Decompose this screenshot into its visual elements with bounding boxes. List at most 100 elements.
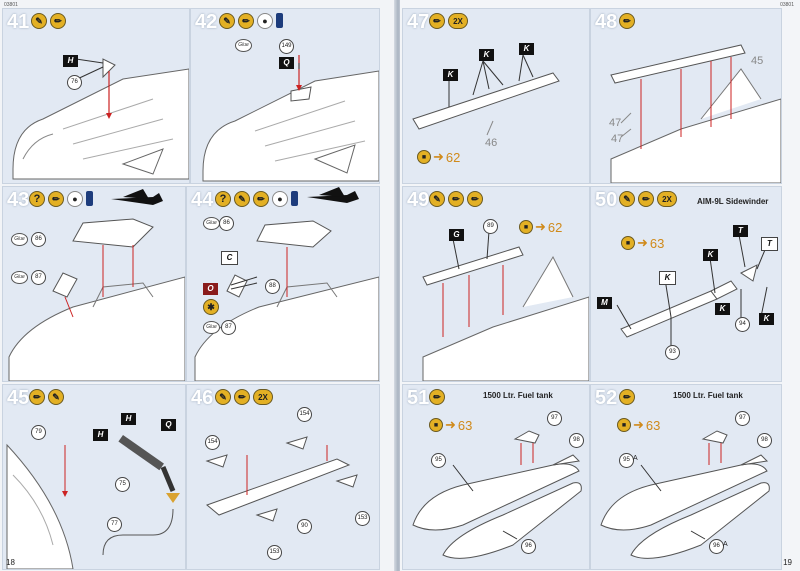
step-48-drawing: [610, 44, 781, 183]
part-number: 46: [485, 137, 498, 149]
tool-icon: ✎: [234, 191, 250, 207]
next-step-icon: ■: [417, 150, 431, 164]
part-number: 87: [31, 270, 46, 285]
part-number: 77: [107, 517, 122, 532]
step-51-icons: ✏: [429, 389, 445, 405]
step-number: 45: [7, 387, 30, 409]
paint-code-tag: K: [759, 313, 774, 325]
step-number: 44: [191, 189, 214, 211]
step-number: 48: [595, 11, 618, 33]
glue-brush-icon: ✏: [619, 13, 635, 29]
step-number: 52: [595, 387, 618, 409]
part-number: 47: [609, 117, 622, 129]
part-number: 45: [751, 55, 764, 67]
step-49-panel: 49 ✎ ✏ ✏ G 89 ■ ➜ 62: [402, 186, 590, 382]
paint-code-tag: G: [449, 229, 464, 241]
step-number: 46: [191, 387, 214, 409]
step-47-panel: 47 ✏ 2X K K K 46 ■ ➜ 62: [402, 8, 590, 184]
step-number: 47: [407, 11, 430, 33]
step-title: 1500 Ltr. Fuel tank: [483, 391, 553, 400]
part-number: 96: [521, 539, 536, 554]
part-suffix: A: [723, 541, 728, 548]
part-number: 87: [221, 320, 236, 335]
part-number: 88: [265, 279, 280, 294]
glue-label: Glue: [11, 271, 28, 284]
step-number: 50: [595, 189, 618, 211]
part-number: 47: [611, 133, 624, 145]
tool-icon: ✎: [48, 389, 64, 405]
step-52-drawing: [600, 430, 770, 559]
step-51-panel: 51 ✏ 1500 Ltr. Fuel tank ■ ➜ 63 97 98 95…: [402, 384, 590, 570]
tool-icon: ✎: [219, 13, 235, 29]
glue-label: Glue: [235, 39, 252, 52]
part-number: 95: [431, 453, 446, 468]
step-46-drawing: [205, 436, 358, 522]
glue-brush-icon: ✏: [50, 13, 66, 29]
tool-icon: ✎: [31, 13, 47, 29]
glue-brush-icon: ✏: [253, 191, 269, 207]
paint-code-tag: Q: [279, 57, 294, 69]
step-50-icons: ✎ ✏ 2X: [619, 191, 677, 207]
decal-icon: ✱: [203, 299, 219, 315]
quantity-badge: 2X: [657, 191, 677, 207]
paint-code-tag: K: [479, 49, 494, 61]
glue-tube-icon: ●: [67, 191, 83, 207]
paint-code-tag: H: [63, 55, 78, 67]
part-number: 96: [709, 539, 724, 554]
step-43-panel: 43 ? ✏ ● Glue 86 Glue 87: [2, 186, 186, 382]
step-45-drawing: [6, 435, 180, 569]
arrow-icon: ➜: [445, 417, 456, 432]
part-number: 97: [547, 411, 562, 426]
part-number: 97: [735, 411, 750, 426]
glue-brush-icon: ✏: [429, 389, 445, 405]
paint-code-tag: K: [519, 43, 534, 55]
step-49-icons: ✎ ✏ ✏: [429, 191, 483, 207]
paint-code-tag: T: [761, 237, 778, 251]
tool-icon: ✎: [215, 389, 231, 405]
part-number: 153: [267, 545, 282, 560]
step-title: AIM-9L Sidewinder: [697, 197, 769, 206]
step-number: 49: [407, 189, 430, 211]
part-number: 149: [279, 39, 294, 54]
paint-code-tag: T: [733, 225, 748, 237]
step-43-icons: ? ✏ ●: [29, 191, 93, 207]
next-step-icon: ■: [519, 220, 533, 234]
page-reference: ■ ➜ 63: [621, 235, 664, 251]
paint-pot-icon: [86, 191, 93, 206]
quantity-badge: 2X: [253, 389, 273, 405]
book-gutter: [394, 0, 402, 571]
step-46-icons: ✎ ✏ 2X: [215, 389, 273, 405]
paint-code-tag: H: [121, 413, 136, 425]
step-44-panel: 44 ? ✎ ✏ ● Glue 86 C O 88 ✱ Glue 87: [186, 186, 380, 382]
right-page: 03801 47 ✏ 2X K K K 46 ■ ➜ 62: [400, 0, 800, 571]
page-reference: ■ ➜ 63: [617, 417, 660, 433]
step-number: 41: [7, 11, 30, 33]
step-50-panel: 50 ✎ ✏ 2X AIM-9L Sidewinder ■ ➜ 63 K T K…: [590, 186, 782, 382]
step-52-panel: 52 ✏ 1500 Ltr. Fuel tank ■ ➜ 63 97 98 95…: [590, 384, 782, 570]
step-41-panel: 41 ✎ ✏ H 76: [2, 8, 190, 184]
paint-pot-icon: [291, 191, 298, 206]
catalog-number: 03801: [4, 2, 18, 8]
paint-code-tag: M: [597, 297, 612, 309]
part-number: 86: [31, 232, 46, 247]
glue-label: Glue: [203, 321, 220, 334]
step-title: 1500 Ltr. Fuel tank: [673, 391, 743, 400]
arrow-icon: ➜: [637, 235, 648, 250]
next-step-icon: ■: [621, 236, 635, 250]
step-47-icons: ✏ 2X: [429, 13, 468, 29]
step-48-panel: 48 ✏ 45 47 47: [590, 8, 782, 184]
tool-icon: ✎: [619, 191, 635, 207]
step-44-icons: ? ✎ ✏ ●: [215, 191, 298, 207]
step-46-panel: 46 ✎ ✏ 2X 154 154 90 153 153: [186, 384, 380, 570]
step-42-panel: 42 ✎ ✏ ● Glue 149 Q: [190, 8, 380, 184]
step-41-drawing: [12, 58, 189, 180]
part-number: 75: [115, 477, 130, 492]
arrow-icon: ➜: [633, 417, 644, 432]
step-48-icons: ✏: [619, 13, 635, 29]
glue-tube-icon: ●: [257, 13, 273, 29]
step-47-drawing: [412, 54, 560, 136]
part-number: 153: [355, 511, 370, 526]
part-number: 94: [735, 317, 750, 332]
step-45-panel: 45 ✏ ✎ 79 H H Q 75 77: [2, 384, 186, 570]
step-42-icons: ✎ ✏ ●: [219, 13, 283, 29]
